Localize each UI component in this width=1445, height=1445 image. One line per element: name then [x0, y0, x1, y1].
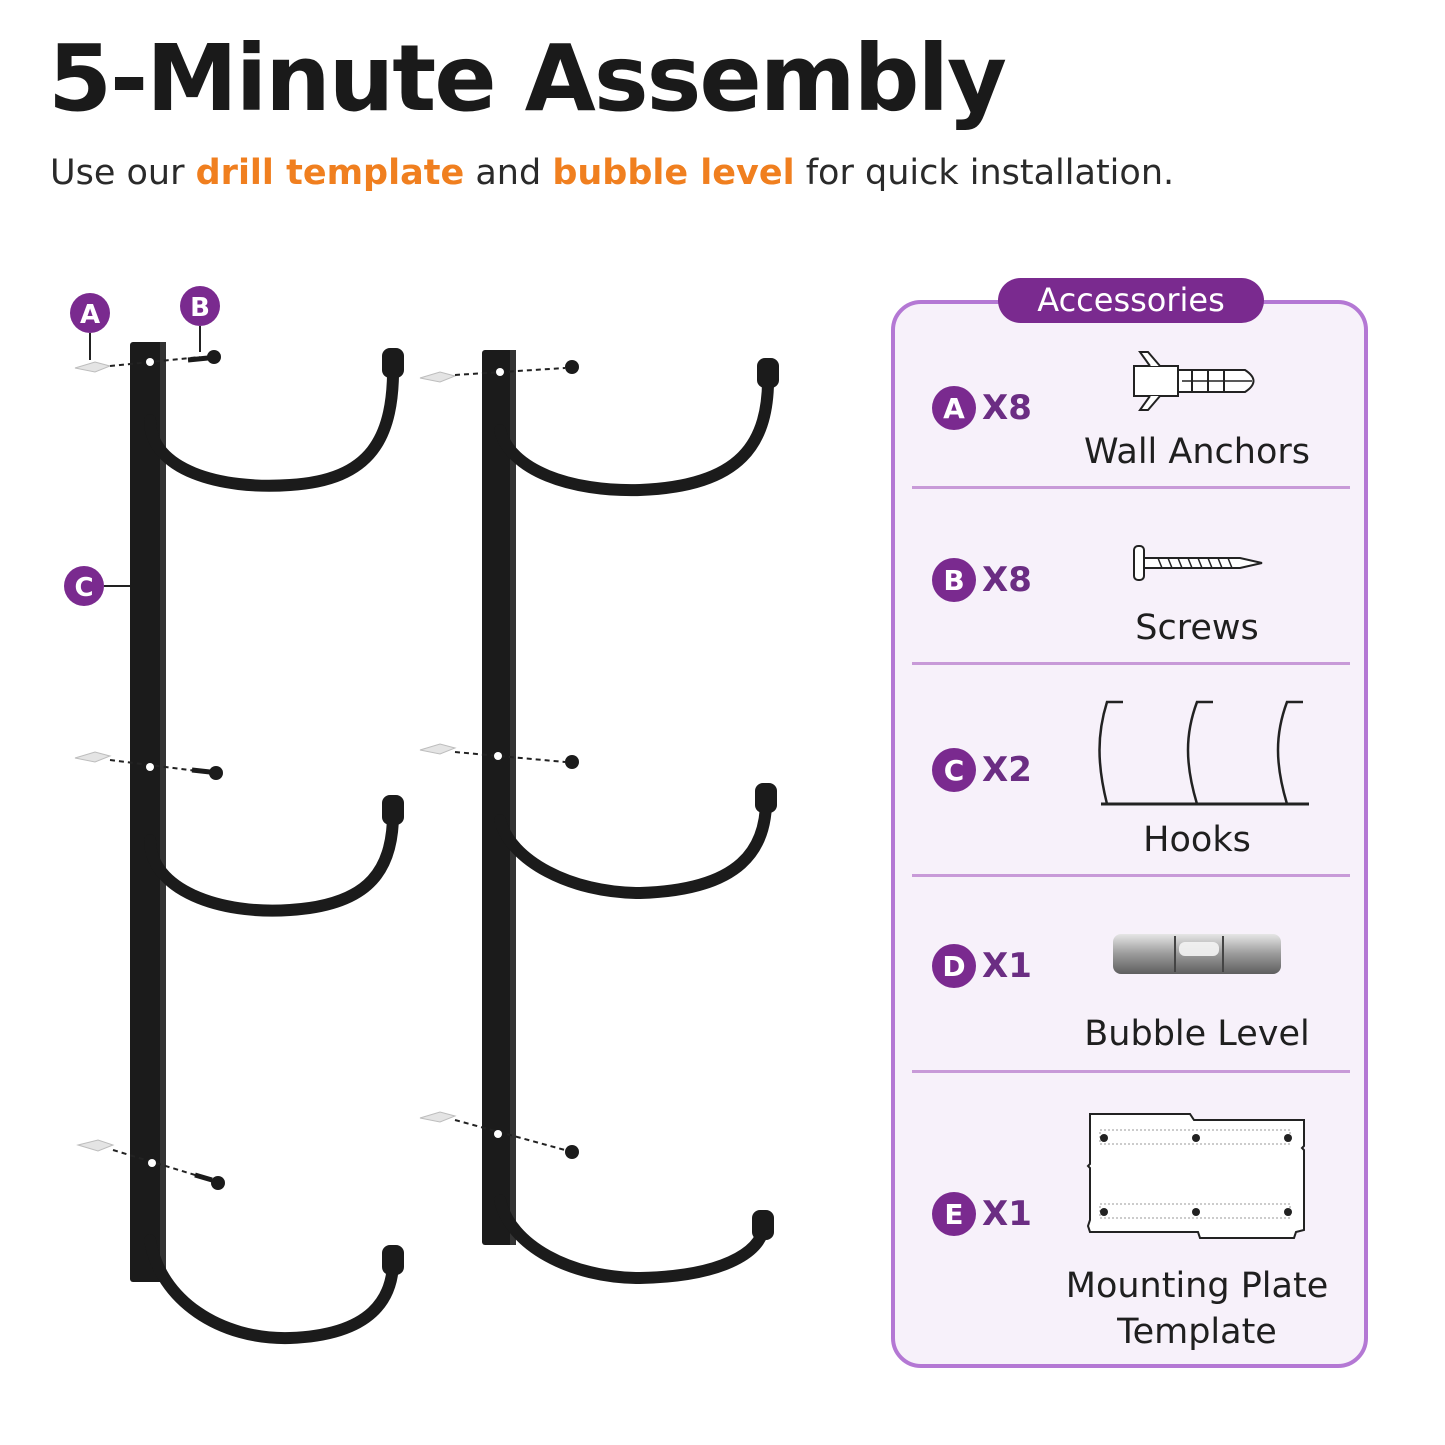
callout-a: A: [70, 293, 110, 360]
callout-a-label: A: [80, 300, 100, 330]
item-label: Mounting Plate Template: [1052, 1264, 1342, 1355]
item-letter-badge: A: [932, 386, 976, 430]
subtitle-text-2: and: [464, 153, 553, 193]
item-quantity: X8: [982, 560, 1032, 600]
fastener-set-3: [76, 1139, 225, 1190]
item-quantity: X8: [982, 388, 1032, 428]
accessories-title: Accessories: [998, 278, 1264, 323]
callout-b-label: B: [190, 293, 210, 323]
fastener-set-6: [419, 1111, 579, 1159]
item-letter-badge: D: [932, 944, 976, 988]
subtitle-highlight-drill-template: drill template: [195, 153, 465, 193]
callout-b: B: [180, 286, 220, 352]
item-label: Screws: [1135, 608, 1259, 648]
item-marker: A X8: [932, 386, 1032, 430]
mounting-template-icon: [1086, 1113, 1305, 1239]
rack-right: [419, 350, 779, 1285]
item-marker: E X1: [932, 1192, 1032, 1236]
fastener-set-1: [74, 350, 221, 373]
page-subtitle: Use our drill template and bubble level …: [50, 152, 1174, 194]
item-quantity: X1: [982, 946, 1032, 986]
item-marker: C X2: [932, 748, 1032, 792]
item-quantity: X1: [982, 1194, 1032, 1234]
wall-anchor-icon: [1133, 351, 1255, 411]
accessory-item-wall-anchors: A X8 Wall Anchors: [912, 330, 1350, 490]
item-label-line-2: Template: [1117, 1311, 1277, 1352]
accessory-item-mounting-template: E X1 Mounting Plate Template: [912, 1074, 1350, 1354]
item-letter-badge: E: [932, 1192, 976, 1236]
item-marker: B X8: [932, 558, 1032, 602]
item-divider: [912, 1070, 1350, 1073]
page-title: 5-Minute Assembly: [48, 25, 1007, 132]
item-letter-badge: B: [932, 558, 976, 602]
rack-left: [74, 342, 404, 1345]
item-marker: D X1: [932, 944, 1032, 988]
bubble-level-icon: [1113, 934, 1281, 974]
fastener-set-4: [419, 360, 579, 383]
callout-c-label: C: [74, 573, 93, 603]
item-quantity: X2: [982, 750, 1032, 790]
item-divider: [912, 486, 1350, 489]
fastener-set-2: [74, 751, 223, 780]
accessory-item-hooks: C X2 Hooks: [912, 666, 1350, 878]
fastener-set-5: [419, 743, 579, 769]
hooks-icon: [1098, 700, 1309, 806]
subtitle-highlight-bubble-level: bubble level: [552, 153, 795, 193]
item-letter-badge: C: [932, 748, 976, 792]
item-divider: [912, 874, 1350, 877]
item-label: Hooks: [1143, 820, 1251, 860]
item-label-line-1: Mounting Plate: [1065, 1266, 1329, 1306]
subtitle-text-1: Use our: [50, 153, 196, 193]
callout-c: C: [64, 566, 130, 606]
item-divider: [912, 662, 1350, 665]
accessory-item-screws: B X8 Screws: [912, 490, 1350, 666]
screw-icon: [1133, 545, 1263, 581]
wall-rack-illustration: A B C: [64, 286, 779, 1345]
subtitle-text-3: for quick installation.: [794, 153, 1175, 193]
item-label: Wall Anchors: [1084, 432, 1310, 472]
item-label: Bubble Level: [1084, 1014, 1310, 1054]
accessory-item-bubble-level: D X1 Bubble Level: [912, 878, 1350, 1074]
